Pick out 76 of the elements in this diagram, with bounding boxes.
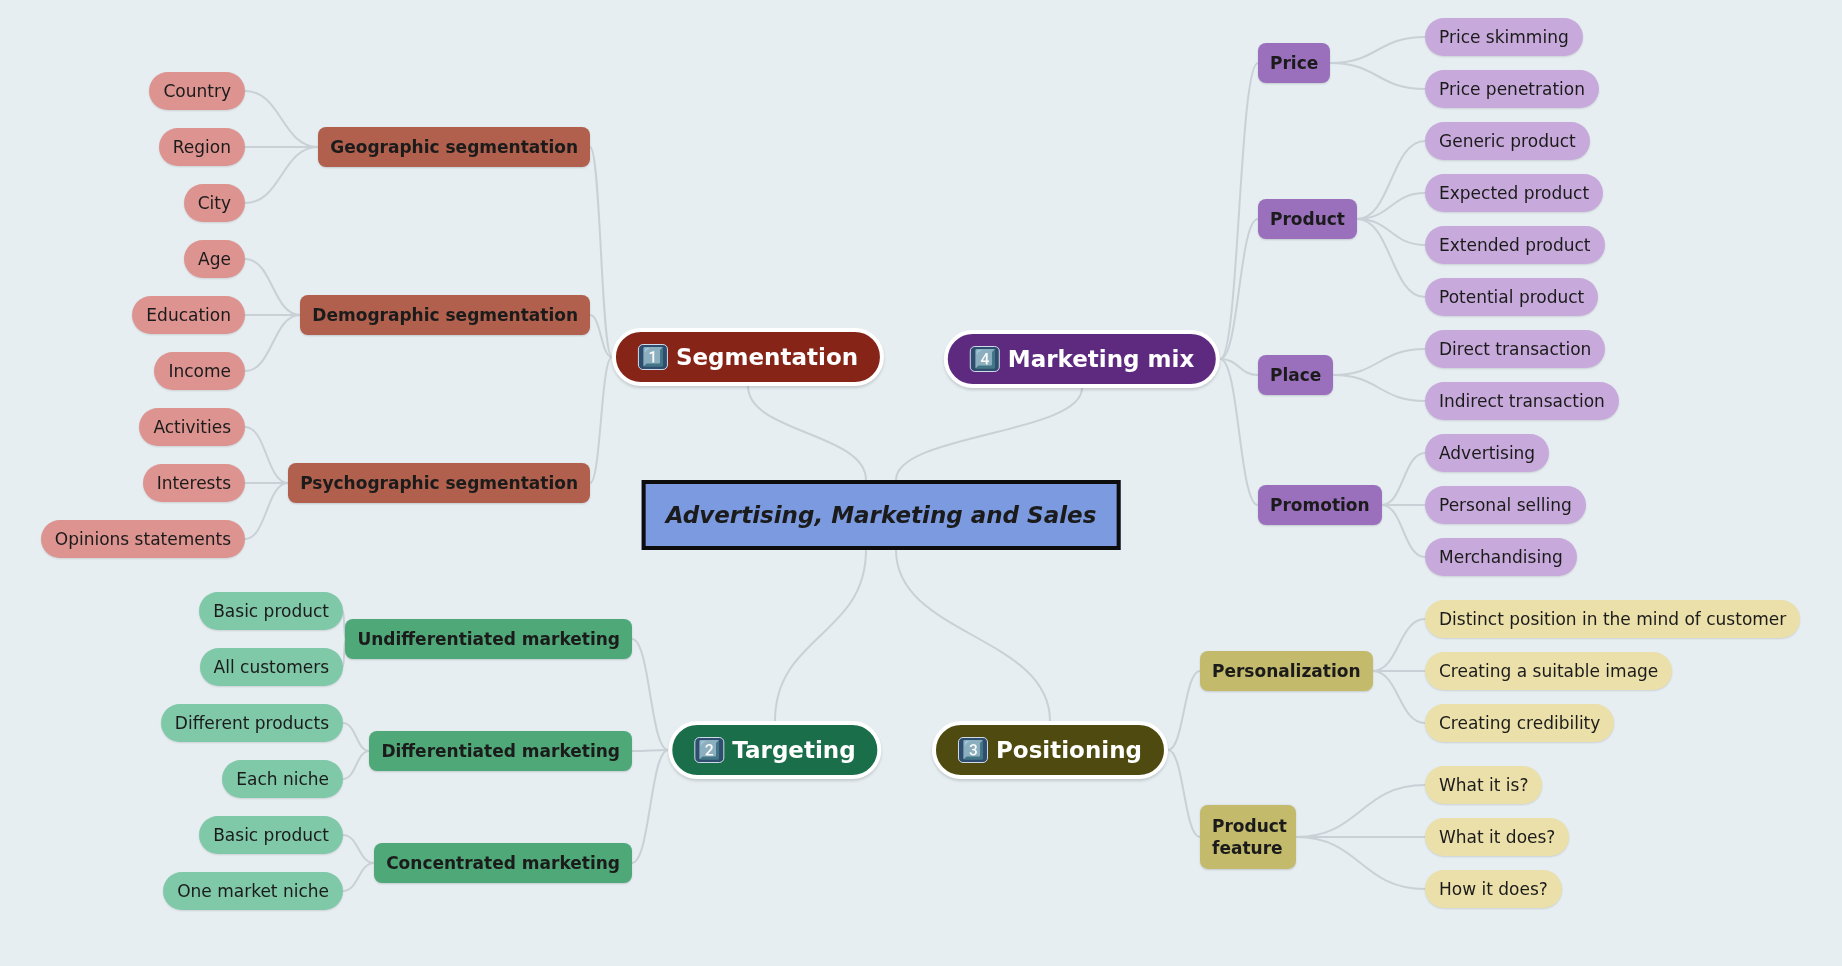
leaf-pill: Indirect transaction	[1425, 382, 1619, 420]
leaf-pill: Potential product	[1425, 278, 1599, 316]
leaf-pill: Price penetration	[1425, 70, 1599, 108]
connector-line	[1219, 358, 1259, 506]
main-topic-pill	[943, 330, 1221, 388]
leaf-pill: How it does?	[1425, 870, 1562, 908]
connector-line	[1356, 218, 1426, 298]
leaf-pill: Direct transaction	[1425, 330, 1606, 368]
topic-label: Positioning	[996, 737, 1142, 763]
subtopic-box: Geographic segmentation	[318, 127, 590, 167]
leaf-pill: Interests	[142, 464, 245, 502]
leaf-pill: Extended product	[1425, 226, 1605, 264]
leaf-pill: Different products	[160, 704, 343, 742]
leaf-pill: All customers	[199, 648, 343, 686]
connector-line	[342, 750, 371, 780]
topic-label: Marketing mix	[1007, 346, 1195, 372]
subtopic-box: Concentrated marketing	[374, 843, 632, 883]
subtopic-box: Personalization	[1200, 651, 1373, 691]
leaf-pill: Region	[158, 128, 245, 166]
leaf-pill: Each niche	[222, 760, 343, 798]
subtopic-box: Product feature	[1200, 804, 1296, 870]
leaf-pill: Income	[154, 352, 245, 390]
leaf-pill: What it is?	[1425, 766, 1543, 804]
leaf-pill: What it does?	[1425, 818, 1570, 856]
topic-label: Segmentation	[675, 344, 859, 370]
leaf-pill: Country	[149, 72, 245, 110]
leaf-pill: Distinct position in the mind of customer	[1425, 600, 1801, 638]
connector-line	[747, 385, 867, 481]
leaf-pill: Expected product	[1425, 174, 1604, 212]
number-badge: 3⃣	[958, 737, 988, 763]
subtopic-box: Promotion	[1258, 485, 1382, 525]
number-badge: 2⃣	[694, 737, 725, 763]
connector-line	[1167, 670, 1201, 751]
connector-line	[1219, 62, 1259, 360]
connector-line	[1371, 670, 1426, 724]
leaf-pill: Merchandising	[1425, 538, 1577, 576]
leaf-pill: One market niche	[163, 872, 343, 910]
subtopic-box: Undifferentiated marketing	[345, 619, 632, 659]
topic-box: Advertising, Marketing and Sales	[641, 480, 1121, 550]
main-topic-pill	[668, 721, 882, 779]
connector-line	[1167, 749, 1201, 838]
number-badge: 1⃣	[637, 344, 668, 370]
connector-line	[589, 146, 613, 358]
leaf-pill: Personal selling	[1425, 486, 1586, 524]
leaf-pill: Opinions statements	[40, 520, 245, 558]
connector-line	[774, 549, 867, 722]
leaf-pill: Price skimming	[1425, 18, 1583, 56]
number-badge: 4⃣	[969, 346, 1000, 372]
connector-line	[589, 356, 613, 484]
connector-line	[589, 314, 613, 358]
subtopic-box: Product	[1258, 199, 1357, 239]
subtopic-box: Psychographic segmentation	[288, 463, 590, 503]
main-topic-pill	[611, 328, 885, 386]
subtopic-box: Place	[1258, 355, 1334, 395]
subtopic-box: Price	[1258, 43, 1331, 83]
leaf-pill: City	[183, 184, 245, 222]
leaf-pill: Advertising	[1425, 434, 1550, 472]
connector-line	[1380, 504, 1426, 558]
connector-line	[244, 482, 290, 540]
leaf-pill: Creating a suitable image	[1425, 652, 1673, 690]
connector-line	[631, 638, 670, 751]
topic-label: Targeting	[732, 737, 856, 763]
subtopic-box: Demographic segmentation	[300, 295, 590, 335]
connector-line	[895, 387, 1083, 481]
connector-line	[244, 314, 302, 372]
leaf-pill: Education	[132, 296, 245, 334]
leaf-pill: Basic product	[199, 816, 343, 854]
connector-line	[895, 549, 1051, 722]
leaf-pill: Generic product	[1425, 122, 1590, 160]
leaf-pill: Basic product	[199, 592, 343, 630]
connector-line	[631, 749, 670, 864]
leaf-pill: Activities	[139, 408, 245, 446]
subtopic-box: Differentiated marketing	[369, 731, 632, 771]
leaf-pill: Age	[184, 240, 245, 278]
main-topic-pill	[932, 721, 1168, 779]
leaf-pill: Creating credibility	[1425, 704, 1615, 742]
